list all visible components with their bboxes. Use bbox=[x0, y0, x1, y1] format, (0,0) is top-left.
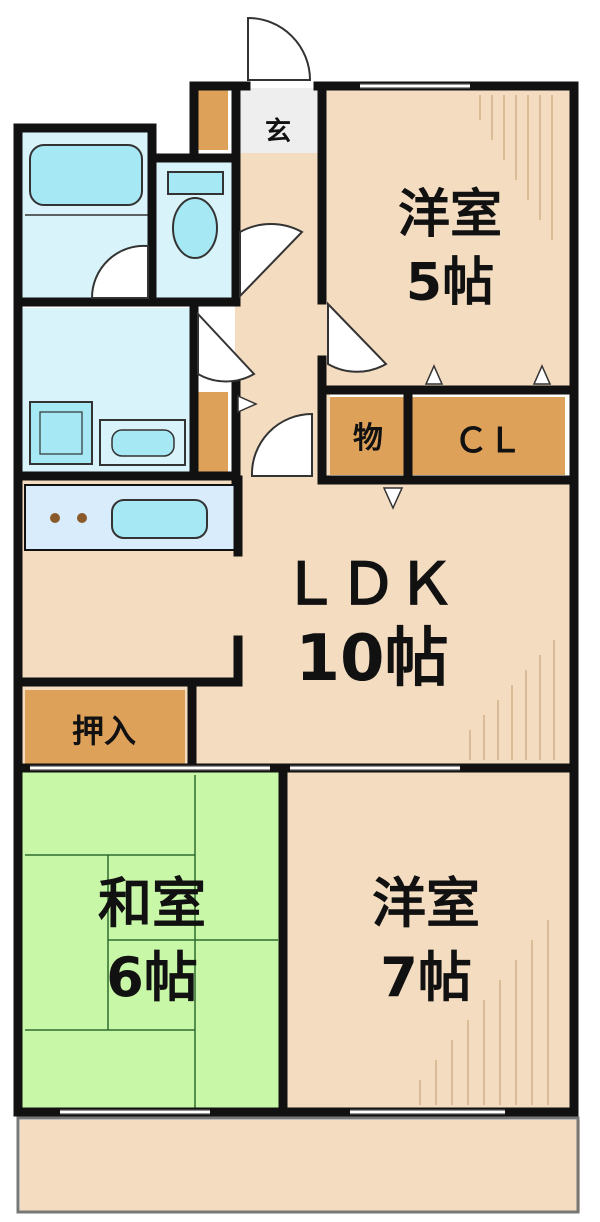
western-7-name: 洋室 bbox=[372, 872, 480, 935]
entrance-label: 玄 bbox=[265, 116, 291, 147]
washing-machine-inner bbox=[39, 411, 83, 455]
western-5-size: 5帖 bbox=[406, 253, 494, 313]
corridor-cabinet bbox=[198, 392, 228, 472]
window-frames bbox=[30, 83, 505, 1115]
kitchen-sink-icon bbox=[111, 499, 208, 539]
japanese-6-name: 和室 bbox=[98, 872, 206, 935]
bathroom-door bbox=[90, 244, 149, 299]
western-5-door bbox=[327, 301, 388, 373]
ldk-name: ＬＤＫ bbox=[281, 550, 455, 618]
closet-markers bbox=[237, 364, 552, 510]
washbasin-bowl bbox=[111, 429, 175, 457]
front-door bbox=[247, 16, 312, 81]
doors bbox=[90, 16, 388, 477]
closet-label: ＣＬ bbox=[454, 421, 522, 461]
western-room-7-floor bbox=[285, 770, 570, 1110]
ldk-door bbox=[250, 412, 313, 477]
bathtub-icon bbox=[29, 144, 143, 206]
western-7-size: 7帖 bbox=[380, 946, 472, 1009]
western-room-5-floor bbox=[325, 90, 570, 390]
closet bbox=[410, 397, 565, 475]
toilet-tank bbox=[167, 171, 224, 195]
oshiire bbox=[25, 690, 185, 765]
stove-icon-2 bbox=[77, 513, 87, 523]
entrance-floor bbox=[235, 88, 320, 153]
toilet-door bbox=[239, 222, 304, 299]
balcony-floor bbox=[20, 1120, 580, 1212]
washing-machine-icon bbox=[29, 401, 93, 465]
light-hatching bbox=[419, 95, 555, 1105]
shoe-cabinet bbox=[198, 90, 228, 150]
balcony-railing bbox=[16, 1116, 580, 1214]
toilet-icon bbox=[172, 197, 218, 259]
ldk-size: 10帖 bbox=[295, 622, 448, 696]
windows bbox=[30, 83, 505, 1115]
stove-icon bbox=[50, 513, 60, 523]
japanese-6-size: 6帖 bbox=[106, 946, 198, 1009]
western-5-name: 洋室 bbox=[398, 185, 502, 245]
washroom-door bbox=[197, 311, 256, 383]
storeroom bbox=[330, 397, 405, 475]
oshiire-label: 押入 bbox=[72, 712, 136, 750]
tatami-lines bbox=[25, 775, 278, 1108]
storeroom-label: 物 bbox=[353, 421, 383, 456]
